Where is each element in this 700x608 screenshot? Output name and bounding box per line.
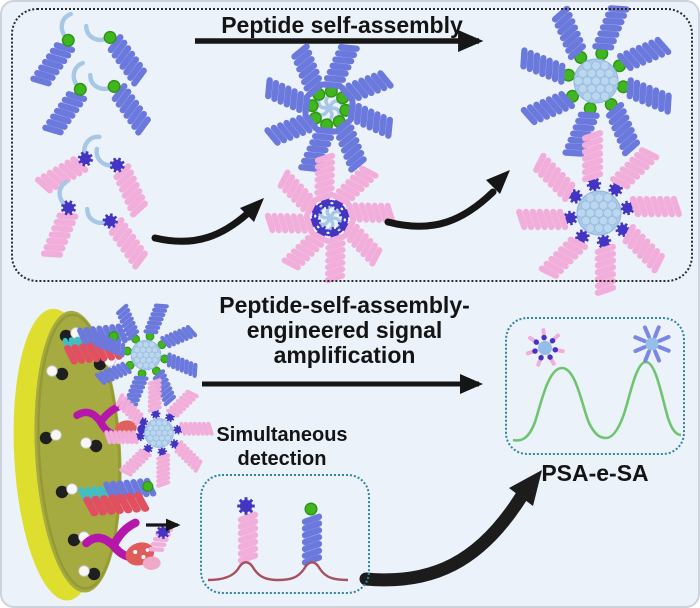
detection-label-line1: Simultaneous xyxy=(216,424,348,446)
big-curved-arrow-icon xyxy=(359,470,542,587)
detection-signal-box xyxy=(200,474,370,594)
simultaneous-detection-label: Simultaneous detection xyxy=(202,423,362,471)
amplification-title: Peptide-self-assembly- engineered signal… xyxy=(187,293,502,368)
amplification-title-line1: Peptide-self-assembly- xyxy=(219,292,470,318)
electrode-disc-icon xyxy=(13,308,122,601)
amplification-title-line2: engineered signal xyxy=(246,317,443,343)
curved-arrow-1-icon xyxy=(151,198,264,245)
small-signal-peaks xyxy=(207,495,349,582)
top-panel-title: Peptide self-assembly xyxy=(221,12,463,38)
captured-pink-micelle-icon xyxy=(105,379,214,488)
amplified-signal-box xyxy=(505,317,685,455)
antibody-complex-icon xyxy=(85,520,173,570)
amplified-signal-peaks xyxy=(512,327,682,442)
detection-label-line2: detection xyxy=(237,448,327,470)
curved-arrow-2-icon xyxy=(384,170,510,230)
peptide-assembly-panel xyxy=(11,8,693,282)
amplification-title-line3: amplification xyxy=(273,342,416,368)
psa-e-sa-label: PSA-e-SA xyxy=(541,460,649,486)
